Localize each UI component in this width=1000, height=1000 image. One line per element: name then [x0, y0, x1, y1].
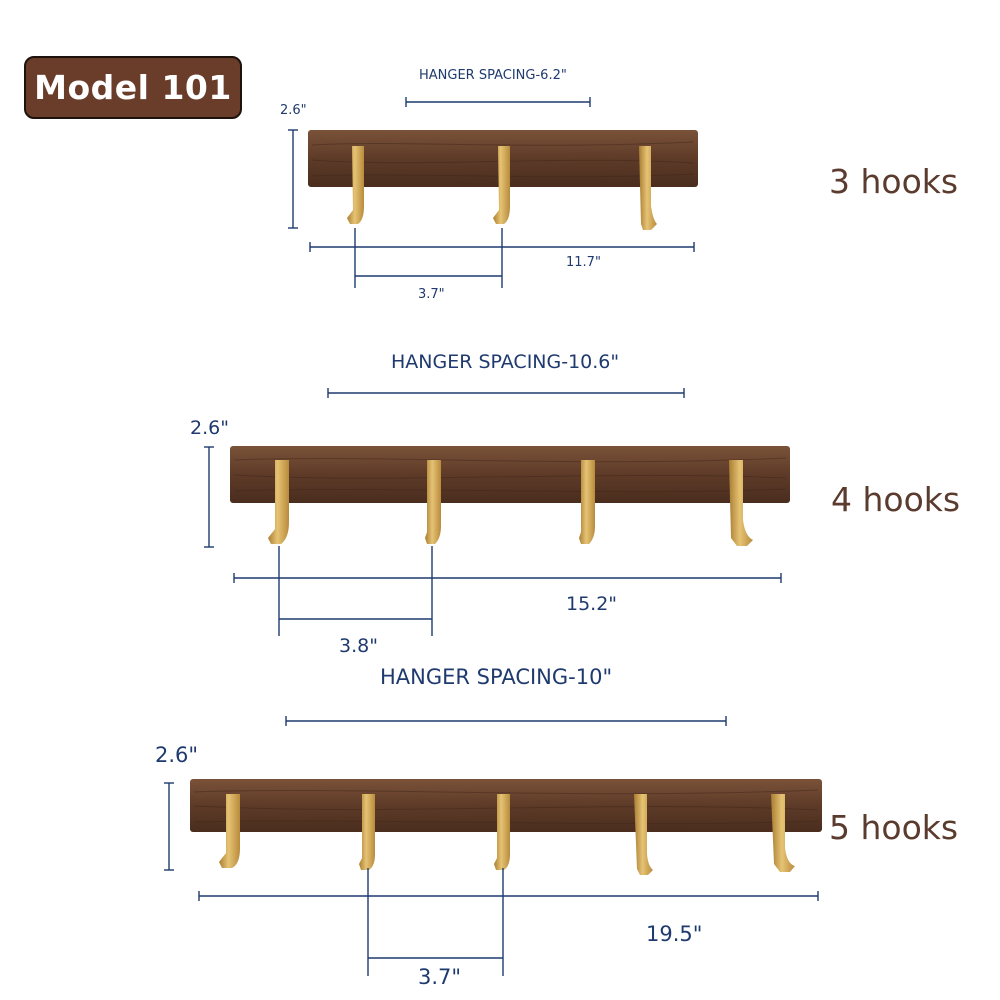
hanger-spacing-label: HANGER SPACING-6.2": [419, 68, 567, 83]
brass-hook: [493, 146, 510, 224]
height-label: 2.6": [280, 103, 307, 118]
hook-count-label: 5 hooks: [829, 808, 959, 847]
hanger-spacing-label: HANGER SPACING-10.6": [391, 351, 620, 373]
brass-hook: [359, 794, 375, 870]
dimension-lines-5-hooks: [164, 716, 819, 976]
hook-spacing-label: 3.7": [418, 287, 445, 302]
rack-4-hooks: [230, 446, 790, 546]
total-length-label: 15.2": [566, 593, 618, 615]
hook-count-label: 3 hooks: [829, 162, 959, 201]
brass-hook: [579, 460, 595, 544]
brass-hook: [639, 146, 657, 230]
dimension-lines-4-hooks: [204, 388, 782, 636]
height-label: 2.6": [190, 417, 229, 439]
hanger-spacing-label: HANGER SPACING-10": [380, 665, 613, 689]
brass-hook: [268, 460, 289, 544]
total-length-label: 11.7": [566, 255, 601, 270]
brass-hook: [494, 794, 510, 870]
rack-3-hooks: [308, 130, 698, 230]
brass-hook: [347, 146, 364, 224]
wood-board: [230, 446, 790, 503]
brass-hook: [771, 794, 795, 872]
dimension-lines-3-hooks: [288, 97, 695, 288]
hook-spacing-label: 3.8": [339, 635, 378, 657]
model-badge: Model 101: [24, 56, 242, 119]
hook-count-label: 4 hooks: [831, 480, 961, 519]
height-label: 2.6": [155, 743, 199, 767]
brass-hook: [425, 460, 441, 544]
brass-hook: [634, 794, 653, 875]
brass-hook: [219, 794, 240, 868]
brass-hook: [729, 460, 753, 546]
total-length-label: 19.5": [646, 922, 703, 946]
rack-5-hooks: [190, 779, 822, 875]
hook-spacing-label: 3.7": [418, 965, 462, 989]
